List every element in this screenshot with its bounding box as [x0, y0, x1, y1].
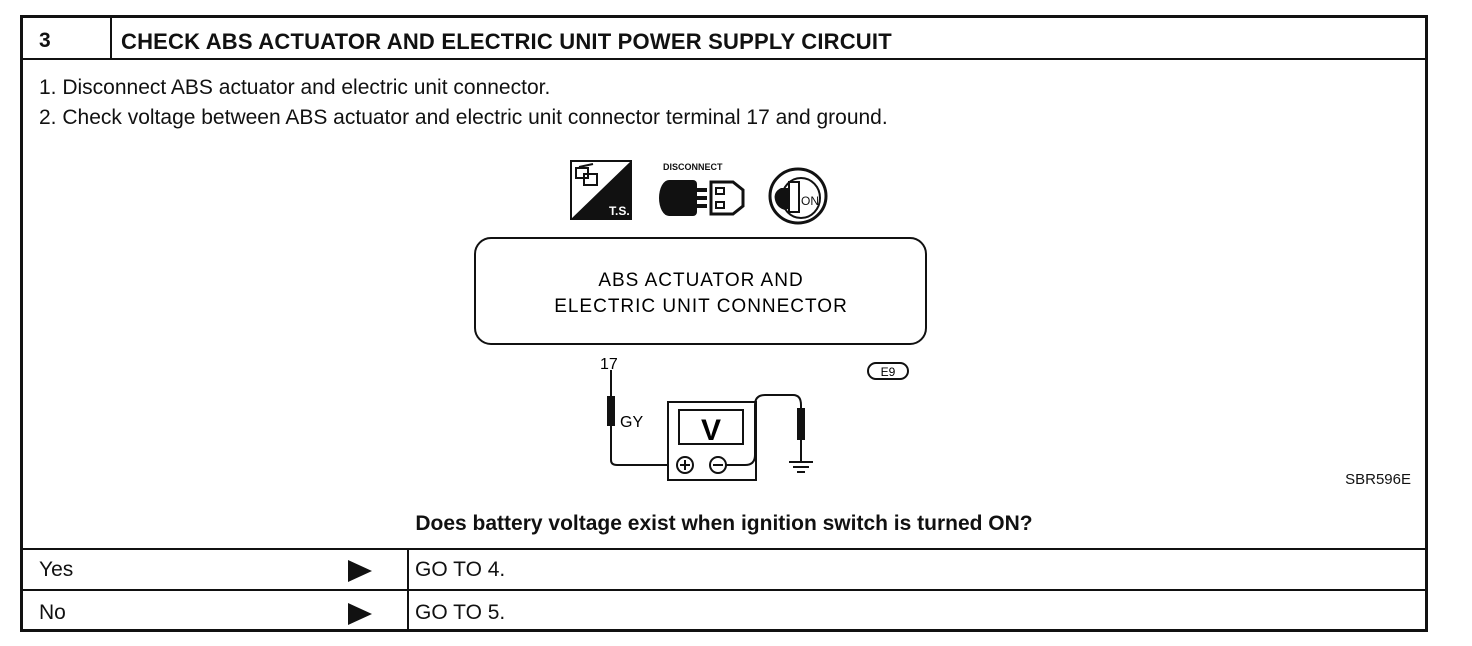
svg-text:E9: E9: [881, 365, 896, 379]
step-number: 3: [39, 29, 51, 52]
arrow-right-icon: [348, 560, 372, 582]
figure-code: SBR596E: [1345, 471, 1411, 488]
probe-positive: [607, 396, 615, 426]
svg-text:T.S.: T.S.: [609, 204, 630, 218]
instruction-2: 2. Check voltage between ABS actuator an…: [39, 106, 888, 129]
answer-rule-top: [23, 548, 1425, 550]
tool-ts-icon: T.S.: [570, 160, 632, 220]
disconnect-connector-icon: DISCONNECT: [659, 162, 745, 216]
header-divider: [110, 18, 112, 58]
arrow-right-icon: [348, 603, 372, 625]
answer-no-action: GO TO 5.: [415, 601, 506, 624]
connector-id-badge: E9: [867, 362, 909, 380]
connector-label-line1: ABS ACTUATOR AND: [598, 270, 803, 291]
answer-yes-action: GO TO 4.: [415, 558, 506, 581]
voltmeter: V: [667, 401, 757, 481]
terminal-number: 17: [600, 356, 618, 373]
instruction-1: 1. Disconnect ABS actuator and electric …: [39, 76, 551, 99]
answer-no-label: No: [39, 601, 66, 624]
answer-yes-label: Yes: [39, 558, 74, 581]
svg-text:V: V: [701, 414, 721, 447]
ground-symbol: [789, 461, 813, 473]
voltage-check-diagram: T.S. DISCONNECT ON ABS ACTUATOR AND ELEC…: [474, 160, 927, 481]
procedure-table: 3 CHECK ABS ACTUATOR AND ELECTRIC UNIT P…: [20, 15, 1428, 632]
svg-text:DISCONNECT: DISCONNECT: [663, 162, 723, 172]
probe-negative: [797, 408, 805, 440]
wire-color-label: GY: [620, 414, 643, 431]
answer-divider: [407, 548, 409, 632]
question-text: Does battery voltage exist when ignition…: [415, 512, 1033, 535]
ignition-key-on-icon: ON: [768, 167, 828, 225]
step-title: CHECK ABS ACTUATOR AND ELECTRIC UNIT POW…: [121, 29, 892, 54]
answer-rule-middle: [23, 589, 1425, 591]
header-rule: [23, 58, 1425, 60]
connector-label-line2: ELECTRIC UNIT CONNECTOR: [554, 296, 848, 317]
svg-text:ON: ON: [801, 194, 819, 208]
connector-box: [474, 237, 927, 345]
